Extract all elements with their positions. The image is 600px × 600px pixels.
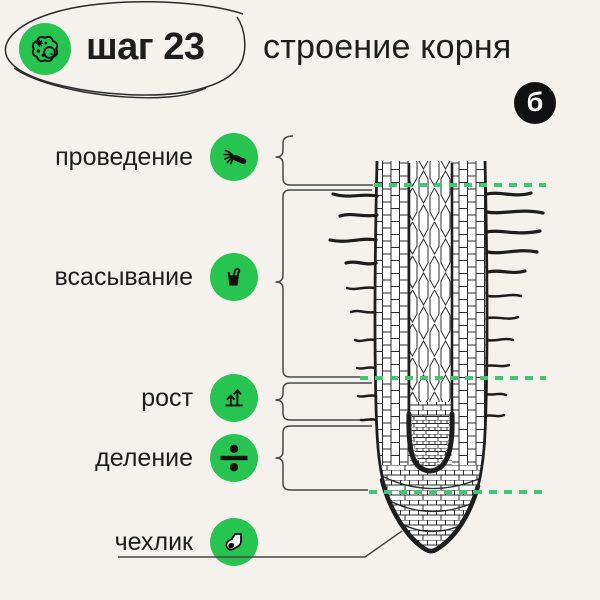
bracket-absorption xyxy=(275,189,372,378)
b-logo-letter: б xyxy=(526,86,544,117)
bracket-growth xyxy=(275,382,372,421)
zone-label-text: деление xyxy=(95,443,193,472)
bracket-division xyxy=(275,425,372,491)
zone-label-root-cap: чехлик xyxy=(0,518,258,566)
zone-boundary-dotted-lines xyxy=(360,183,546,494)
zone-label-text: всасывание xyxy=(54,262,193,291)
meristem-cells xyxy=(412,416,449,467)
root-hairs xyxy=(328,191,545,422)
step-badge: шаг 23 xyxy=(86,26,205,68)
absorption-glass-icon xyxy=(210,253,258,301)
growth-arrows-icon xyxy=(210,374,258,422)
zone-label-text: чехлик xyxy=(114,527,193,556)
root-body xyxy=(373,160,489,554)
zone-label-growth: рост xyxy=(0,374,258,422)
stele-cells xyxy=(410,161,452,402)
zone-label-conduction: проведение xyxy=(0,133,258,181)
meristem-outline xyxy=(406,411,455,474)
root-cap-sock-icon xyxy=(210,518,258,566)
page-title: строение корня xyxy=(263,28,512,66)
zone-label-division: деление xyxy=(0,434,258,482)
zone-label-absorption: всасывание xyxy=(0,253,258,301)
zone-brackets xyxy=(118,135,403,558)
root-cap-pointer-line xyxy=(118,530,403,558)
division-sign-icon xyxy=(210,434,258,482)
cortex-left xyxy=(376,161,410,465)
root-cap-outline xyxy=(379,477,481,554)
zone-label-text: рост xyxy=(141,383,193,412)
bracket-conduction xyxy=(275,135,373,186)
zone-label-text: проведение xyxy=(55,142,193,171)
b-logo: б xyxy=(514,82,556,124)
cortex-right xyxy=(452,161,487,465)
cell-icon xyxy=(19,23,71,75)
hand-drawn-ellipse xyxy=(4,1,246,99)
conduction-cable-icon xyxy=(210,133,258,181)
